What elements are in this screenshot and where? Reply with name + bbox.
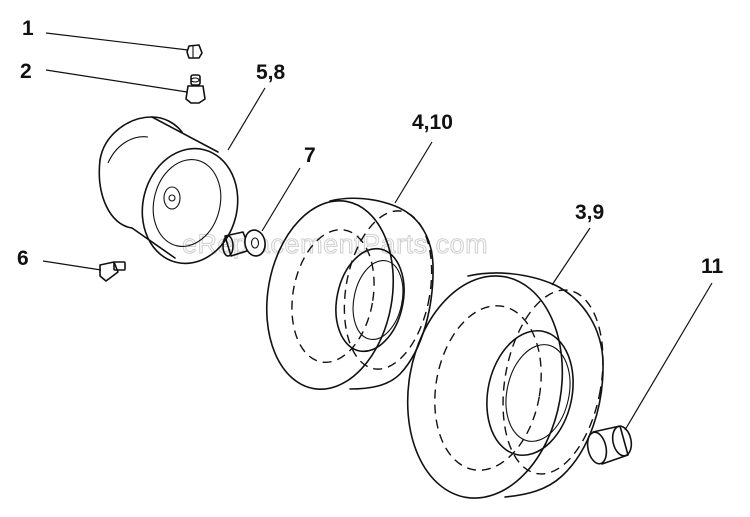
- leader-3-9: [551, 227, 591, 286]
- part-7-bushing: [222, 229, 266, 257]
- part-11-hub-cap: [586, 425, 633, 465]
- callout-2: 2: [20, 60, 32, 83]
- part-6-bolt: [99, 261, 126, 282]
- callout-4-10: 4,10: [412, 111, 453, 134]
- leader-5-8: [227, 87, 266, 151]
- callout-7: 7: [304, 144, 316, 167]
- leader-1: [45, 32, 189, 51]
- callout-6: 6: [17, 247, 29, 270]
- part-1-nut: [186, 44, 203, 59]
- callout-3-9: 3,9: [575, 201, 604, 224]
- callout-1: 1: [22, 17, 34, 40]
- callout-5-8: 5,8: [256, 61, 286, 84]
- part-3-9-tire: [406, 272, 604, 499]
- leader-2: [45, 69, 188, 93]
- callout-11: 11: [701, 255, 724, 278]
- leader-6: [42, 260, 102, 271]
- leader-4-10: [394, 141, 433, 204]
- part-2-valve-stem: [185, 74, 206, 104]
- leader-11: [624, 282, 713, 431]
- part-4-10-tire: [265, 197, 434, 390]
- part-5-8-wheel-rim: [98, 116, 239, 265]
- leader-7: [261, 167, 301, 232]
